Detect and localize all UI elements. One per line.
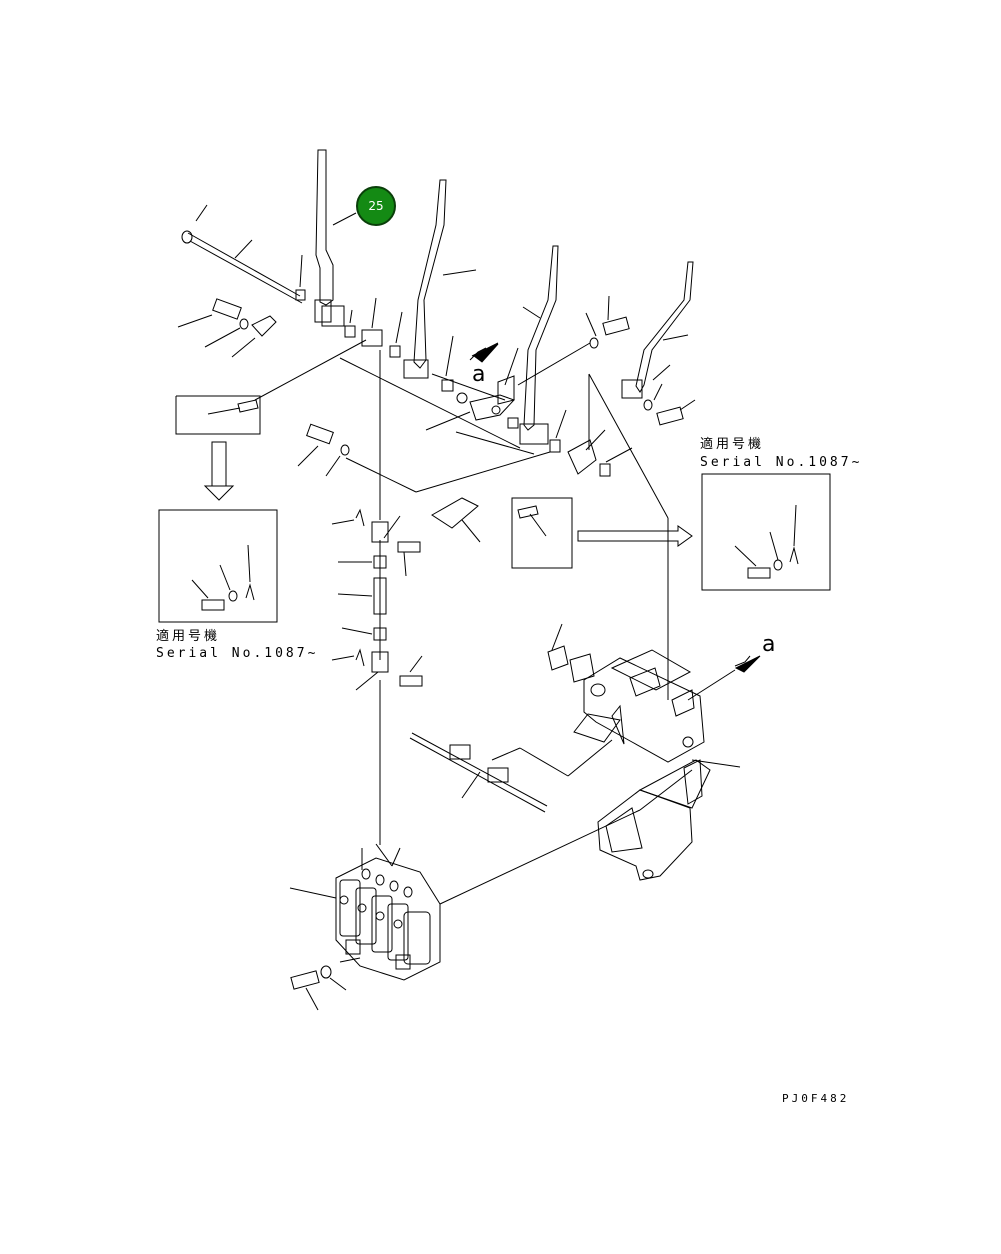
lever-4: [621, 261, 694, 399]
inset-right-serial: Serial No.1087~: [700, 455, 863, 470]
inset-left: [158, 509, 278, 623]
lever-1: [295, 149, 357, 327]
inset-center: [511, 497, 693, 569]
inset-top-left: [175, 395, 261, 501]
bottom-rod: [409, 732, 613, 813]
drawing-code: PJ0F482: [782, 1092, 850, 1105]
reference-mark-a: a: [762, 632, 776, 657]
inset-right: [701, 473, 831, 591]
bolts-top: [177, 295, 696, 426]
reference-mark-a: a: [472, 362, 486, 387]
inset-left-applicability: 適用号機: [156, 629, 221, 644]
assembly-lines: [254, 339, 669, 845]
control-rod-column: [331, 508, 423, 691]
callout-25[interactable]: 25: [356, 186, 396, 226]
right-linkage: [549, 373, 669, 519]
lower-bracket: [597, 759, 741, 881]
cross-shaft: [181, 204, 303, 304]
valve-bolt: [290, 957, 361, 1011]
lever-3: [519, 245, 559, 445]
inset-left-serial: Serial No.1087~: [156, 646, 319, 661]
bolts-mid: [297, 423, 481, 543]
link-plate: [425, 342, 519, 431]
lever-2: [403, 179, 477, 379]
console-bracket: [547, 623, 751, 763]
control-valve: [289, 769, 693, 981]
inset-right-applicability: 適用号機: [700, 437, 765, 452]
reference-arrow-a: [473, 343, 761, 673]
